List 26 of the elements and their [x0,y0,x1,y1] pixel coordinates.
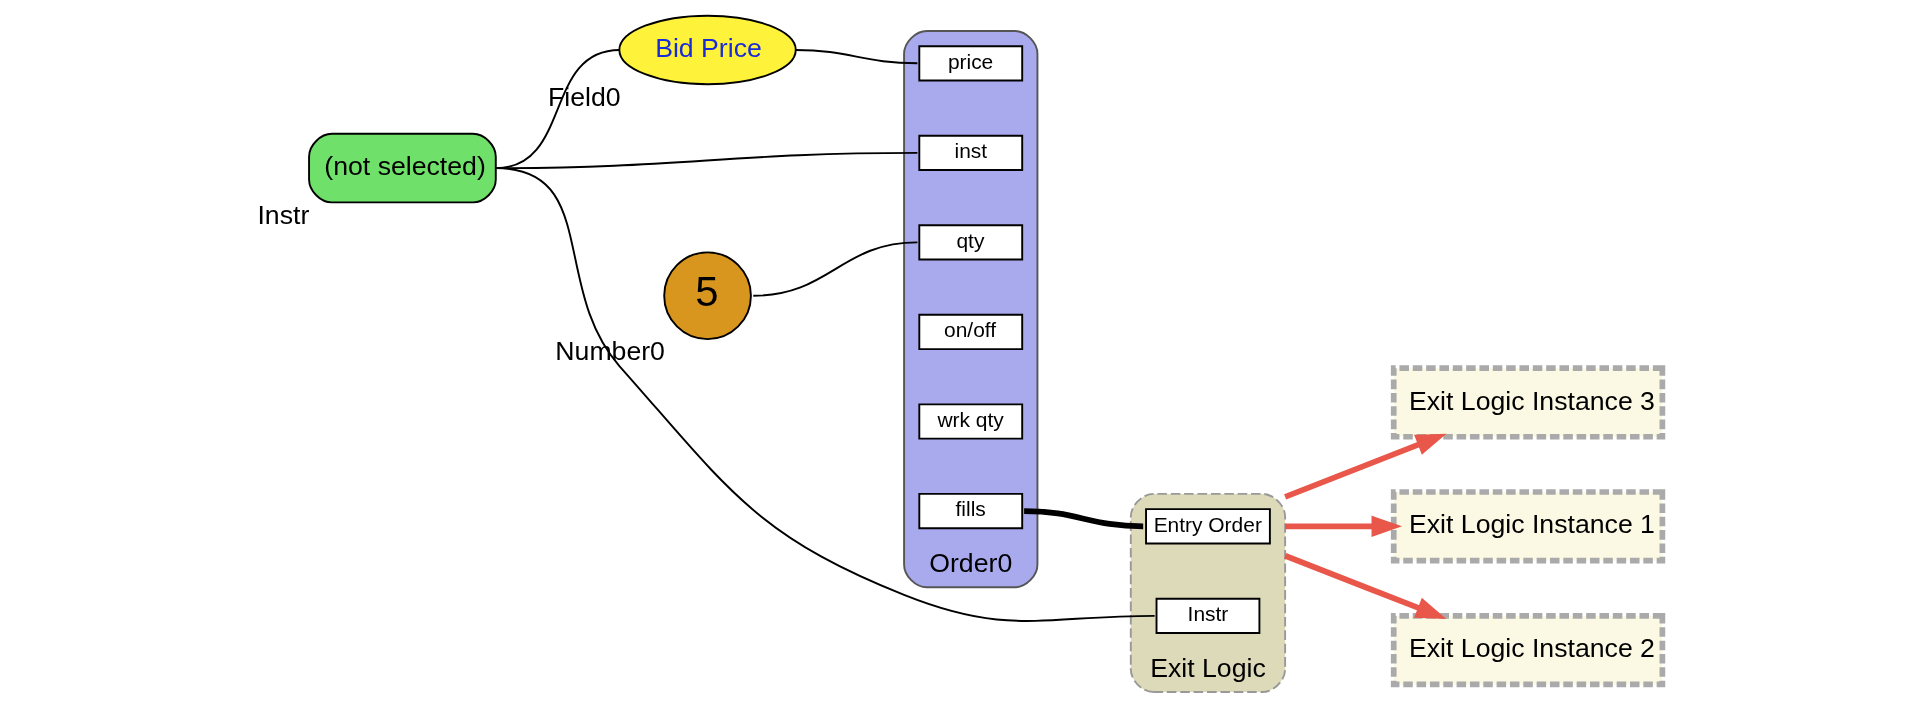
arrow [1284,433,1447,500]
node-box: fills [918,492,1024,530]
node-box: Instr [1155,597,1261,634]
node-box: Exit Logic Instance 3 [1390,365,1666,440]
node-label: Exit Logic [1150,653,1266,684]
connector [494,167,1156,622]
connector [752,241,919,297]
cluster [1129,492,1287,694]
node-label: Order0 [929,548,1013,579]
node-box: Entry Order [1145,508,1271,545]
connector [794,49,919,65]
cluster [903,29,1039,589]
connector [1024,508,1144,530]
node-box: price [918,45,1024,82]
node-box: on/off [918,313,1024,351]
node-box: Exit Logic Instance 1 [1390,489,1666,564]
node-box: wrk qty [918,403,1024,440]
node-label: Instr [257,199,310,230]
node-box: Exit Logic Instance 2 [1390,613,1666,688]
node-ellipse: Bid Price [618,14,797,86]
node-circle: 5 [663,251,752,341]
arrow [1284,553,1447,619]
node-box: (not selected) [308,132,497,204]
node-box: qty [918,224,1024,261]
arrow [1285,515,1403,537]
node-box: inst [918,134,1024,171]
